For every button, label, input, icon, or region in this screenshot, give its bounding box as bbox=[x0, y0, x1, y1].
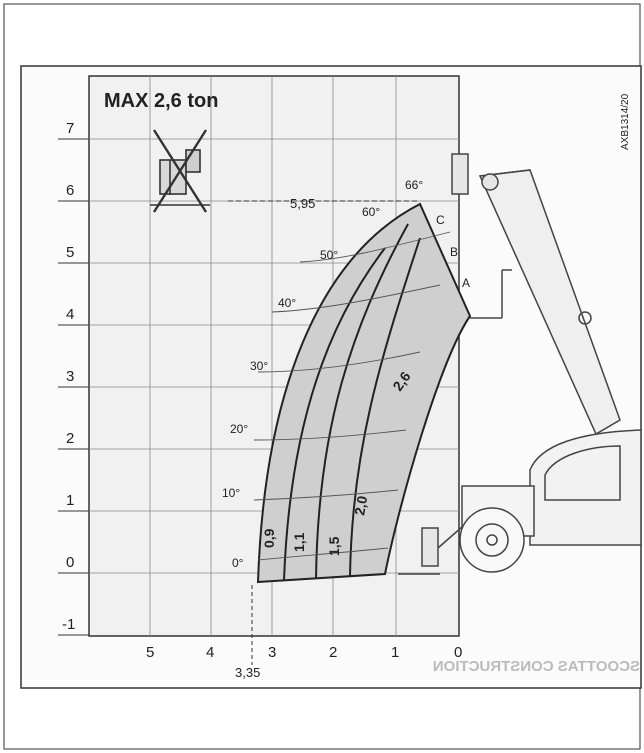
angle-label: 50° bbox=[320, 248, 338, 262]
y-tick-label: 3 bbox=[66, 368, 74, 385]
zone-boundaries bbox=[283, 223, 421, 581]
y-tick-label: 4 bbox=[66, 306, 74, 323]
y-tick-label: 7 bbox=[66, 120, 74, 137]
extension-label: A bbox=[462, 276, 470, 290]
x-tick-label: 3 bbox=[268, 644, 276, 661]
mirrored-footer-text: SCOOTTAS CONSTRUCTION bbox=[433, 658, 640, 675]
angle-label: 30° bbox=[250, 359, 268, 373]
y-tick-label: 2 bbox=[66, 430, 74, 447]
angle-arcs bbox=[253, 231, 451, 561]
y-tick-label: 1 bbox=[66, 492, 74, 509]
extension-label: C bbox=[436, 213, 445, 227]
load-envelope bbox=[256, 202, 472, 584]
y-tick-label: -1 bbox=[62, 616, 75, 633]
axis-ticks bbox=[58, 138, 89, 636]
angle-label: 10° bbox=[222, 486, 240, 500]
extension-label: B bbox=[450, 245, 458, 259]
x-tick-label: 5 bbox=[146, 644, 154, 661]
x-tick-label: 0 bbox=[454, 644, 462, 661]
y-tick-label: 6 bbox=[66, 182, 74, 199]
y-tick-label: 0 bbox=[66, 554, 74, 571]
angle-label: 66° bbox=[405, 178, 423, 192]
angle-label: 20° bbox=[230, 422, 248, 436]
zone-label: 1,1 bbox=[291, 532, 307, 552]
angle-label: 60° bbox=[362, 205, 380, 219]
capacity-title: MAX 2,6 ton bbox=[104, 90, 218, 112]
zone-label: 1,5 bbox=[326, 536, 342, 556]
no-outriggers-icon bbox=[150, 129, 210, 213]
height-marker-label: 5,95 bbox=[290, 196, 315, 211]
y-tick-label: 5 bbox=[66, 244, 74, 261]
angle-label: 40° bbox=[278, 296, 296, 310]
chart-code: AXB1314/20 bbox=[620, 93, 631, 150]
zone-label: 0,9 bbox=[261, 528, 277, 548]
x-tick-label: 1 bbox=[391, 644, 399, 661]
telehandler-illustration bbox=[398, 153, 642, 575]
angle-label: 0° bbox=[232, 556, 244, 570]
x-marker-label: 3,35 bbox=[235, 665, 260, 680]
zone-label: 2,0 bbox=[351, 494, 370, 516]
x-tick-label: 2 bbox=[329, 644, 337, 661]
x-tick-label: 4 bbox=[206, 644, 214, 661]
